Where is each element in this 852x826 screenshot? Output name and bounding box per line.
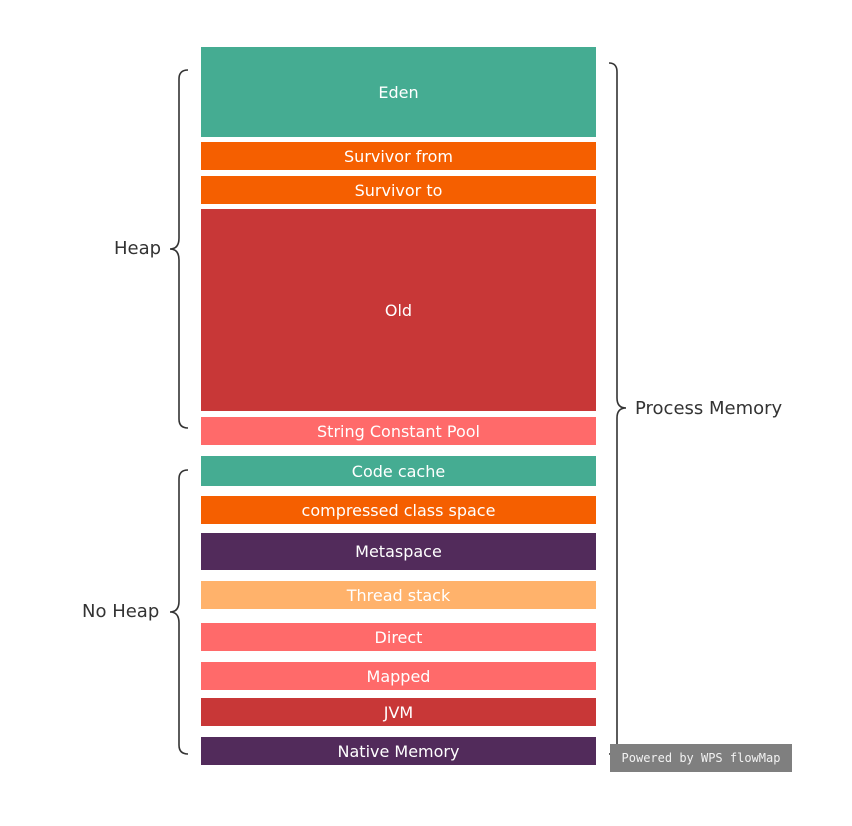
block-mapped: Mapped — [201, 662, 596, 690]
block-eden-label: Eden — [378, 82, 419, 102]
block-mapped-label: Mapped — [366, 666, 431, 686]
no-heap-bracket — [169, 469, 189, 755]
block-survivor-from-label: Survivor from — [344, 146, 453, 166]
process-memory-bracket — [608, 62, 627, 755]
block-survivor-from: Survivor from — [201, 142, 596, 170]
block-string-constant-pool-label: String Constant Pool — [317, 421, 480, 441]
block-code-cache-label: Code cache — [351, 461, 446, 481]
block-eden: Eden — [201, 47, 596, 137]
block-compressed-class-space-label: compressed class space — [301, 500, 496, 520]
block-survivor-to: Survivor to — [201, 176, 596, 204]
block-code-cache: Code cache — [201, 456, 596, 486]
block-thread-stack-label: Thread stack — [346, 585, 451, 605]
process-memory-label: Process Memory — [635, 398, 783, 419]
heap-bracket — [169, 69, 189, 429]
block-survivor-to-label: Survivor to — [354, 180, 443, 200]
heap-label: Heap — [114, 238, 162, 259]
block-compressed-class-space: compressed class space — [201, 496, 596, 524]
block-metaspace-label: Metaspace — [355, 542, 442, 561]
block-string-constant-pool: String Constant Pool — [201, 417, 596, 445]
block-direct-label: Direct — [374, 627, 423, 647]
block-jvm-label: JVM — [383, 702, 414, 722]
block-old-label: Old — [384, 300, 413, 320]
block-thread-stack: Thread stack — [201, 581, 596, 609]
no-heap-label: No Heap — [82, 601, 160, 622]
watermark-badge: Powered by WPS flowMap — [610, 744, 792, 772]
block-jvm: JVM — [201, 698, 596, 726]
block-native-memory-label: Native Memory — [337, 741, 460, 761]
block-metaspace: Metaspace — [201, 533, 596, 570]
block-direct: Direct — [201, 623, 596, 651]
block-native-memory: Native Memory — [201, 737, 596, 765]
block-old: Old — [201, 209, 596, 411]
